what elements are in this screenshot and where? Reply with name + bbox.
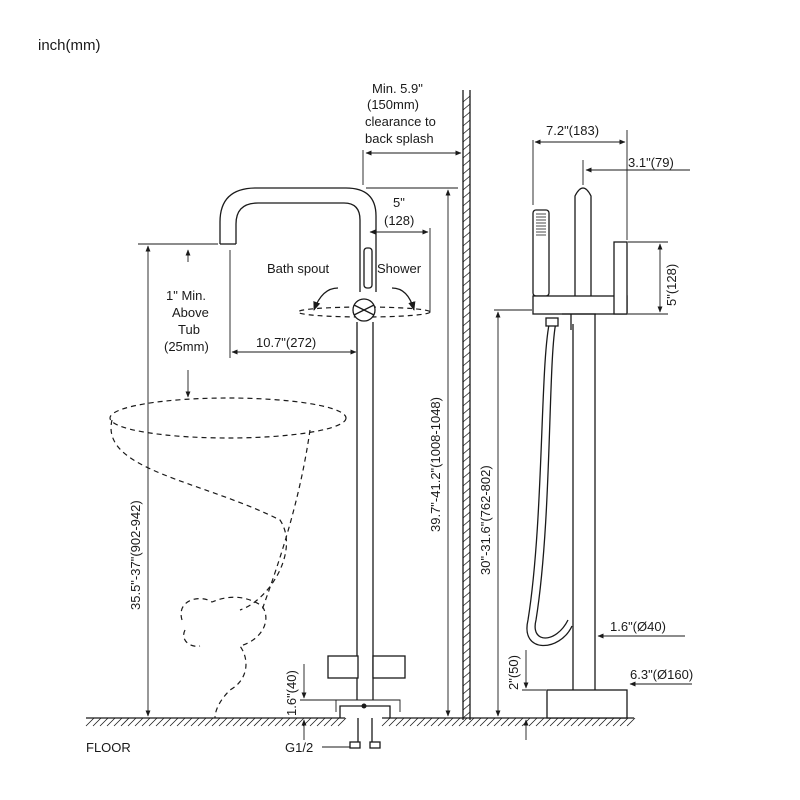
inlet-callout: G1/2 — [285, 740, 350, 755]
floor-label: FLOOR — [86, 740, 131, 755]
handle-offset-label: 3.1"(79) — [628, 155, 674, 170]
spout-height-label: 35.5"-37"(902-942) — [128, 500, 143, 610]
base-dia-label: 6.3"(Ø160) — [630, 667, 693, 682]
side-pipe-diameter-dimension: 1.6"(Ø40) — [597, 619, 685, 639]
clearance-line-3: clearance to — [365, 114, 436, 129]
spout-reach-label: 10.7"(272) — [256, 335, 316, 350]
clearance-line-1: Min. 5.9" — [372, 81, 423, 96]
bath-spout-label: Bath spout — [267, 261, 330, 276]
spout-offset-dimension: 5" (128) — [369, 195, 431, 312]
base-height-dimension: 1.6"(40) — [284, 664, 336, 740]
above-tub-line-3: Tub — [178, 322, 200, 337]
rotation-arrows: Bath spout Shower — [267, 261, 422, 311]
side-handle-height-dimension: 5"(128) — [628, 241, 679, 315]
base-thickness-label: 2"(50) — [506, 655, 521, 690]
side-faucet — [526, 187, 628, 719]
pipe-dia-label: 1.6"(Ø40) — [610, 619, 666, 634]
total-height-label: 39.7"-41.2"(1008-1048) — [428, 397, 443, 532]
above-tub-dimension: 1" Min. Above Tub (25mm) — [164, 249, 209, 398]
side-base-thickness-dimension: 2"(50) — [506, 650, 546, 740]
floor: FLOOR — [85, 717, 636, 755]
spout-reach-dimension: 10.7"(272) — [229, 250, 357, 358]
units-label: inch(mm) — [38, 37, 101, 54]
side-handle-offset-dimension: 3.1"(79) — [582, 155, 690, 185]
spout-offset-mm: (128) — [384, 213, 414, 228]
handle-height-label: 5"(128) — [664, 264, 679, 306]
clearance-line-4: back splash — [365, 131, 434, 146]
bathtub-outline — [109, 397, 347, 719]
spout-height-dimension: 35.5"-37"(902-942) — [128, 243, 218, 717]
backsplash-wall — [462, 90, 471, 720]
inlet-label: G1/2 — [285, 740, 313, 755]
total-height-dimension: 39.7"-41.2"(1008-1048) — [366, 187, 458, 717]
above-tub-line-1: 1" Min. — [166, 288, 206, 303]
front-faucet — [219, 187, 431, 749]
clearance-line-2: (150mm) — [367, 97, 419, 112]
side-body-height-dimension: 30"-31.6"(762-802) — [478, 309, 532, 717]
above-tub-line-4: (25mm) — [164, 339, 209, 354]
spout-offset-inch: 5" — [393, 195, 405, 210]
side-width-label: 7.2"(183) — [546, 123, 599, 138]
clearance-note: Min. 5.9" (150mm) clearance to back spla… — [362, 81, 462, 185]
side-base-diameter-dimension: 6.3"(Ø160) — [629, 667, 693, 687]
base-height-label: 1.6"(40) — [284, 670, 299, 716]
shower-label: Shower — [377, 261, 422, 276]
body-height-label: 30"-31.6"(762-802) — [478, 465, 493, 575]
side-width-dimension: 7.2"(183) — [532, 123, 628, 240]
above-tub-line-2: Above — [172, 305, 209, 320]
